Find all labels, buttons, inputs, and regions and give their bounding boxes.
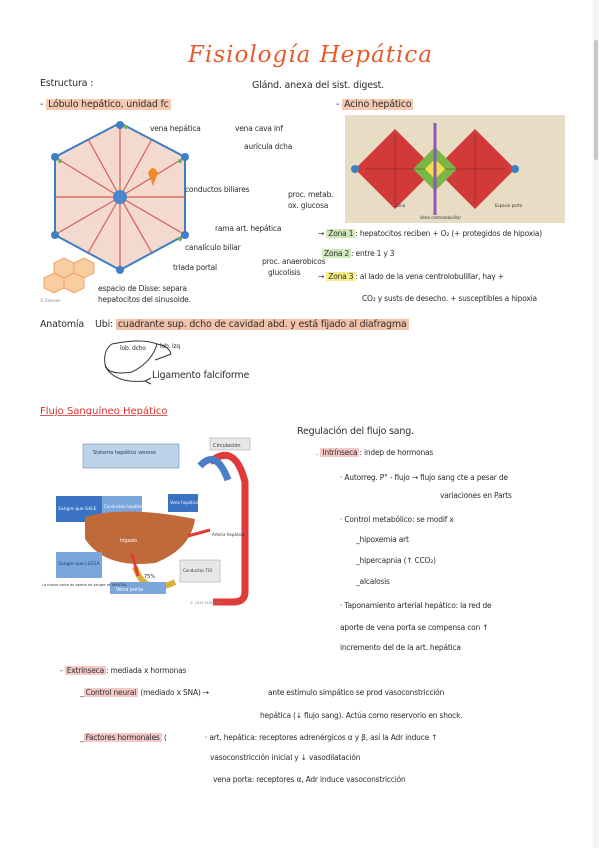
- fd-higado: hígado: [120, 537, 137, 544]
- lob-dcho: lob. dcho: [120, 345, 146, 352]
- lbl-auricula: aurícula dcha: [244, 142, 293, 151]
- fd-vena-hepatica: Vena hepática: [170, 500, 199, 505]
- neural-effect: ante estímulo simpático se prod vasocons…: [268, 688, 445, 697]
- lob-izq: lob. izq: [160, 343, 180, 350]
- fd-conductos-hepaticos: Conductos hepáticos: [104, 504, 146, 509]
- fd-sangre-sale: Sangre que SALE: [58, 506, 97, 512]
- extrinseca-text: : mediada x hormonas: [105, 666, 187, 675]
- svg-text:© Elsevier: © Elsevier: [40, 298, 61, 303]
- lbl-espacio-disse-2: hepatocitos del sinusoide.: [98, 295, 191, 304]
- autorreg: · Autorreg. P° - flujo → flujo sang cte …: [340, 473, 508, 482]
- lbl-triada: triada portal: [173, 263, 217, 272]
- fd-vena-porta: Vena porta: [116, 587, 143, 593]
- glucolisis: glucolisis: [268, 268, 301, 277]
- fd-pct: 75%: [144, 574, 155, 580]
- zona1-label: Zona 1: [326, 229, 356, 238]
- intrinseca-row: . Intrínseca: indep de hormonas: [316, 448, 434, 457]
- zona3-text-2: CO₂ y susts de desecho. + susceptibles a…: [362, 294, 537, 303]
- flow-diagram: Sistema hepático venoso Circulación Sang…: [42, 437, 251, 606]
- vena-porta-row: vena porta: receptores α, Adr induce vas…: [213, 775, 406, 784]
- autorreg-2: variaciones en Parts: [440, 491, 512, 500]
- factores-row: _Factores hormonales ⟨: [80, 733, 167, 742]
- glandula-note: Glánd. anexa del sist. digest.: [252, 80, 384, 91]
- taponamiento-2: aporte de vena porta se compensa con ↑: [340, 623, 489, 632]
- flujo-section-title: Flujo Sanguíneo Hepático: [40, 406, 168, 417]
- control-neural-text: (mediado x SNA): [140, 688, 201, 697]
- estructura-label: Estructura :: [40, 78, 94, 89]
- lobulo-label: Lóbulo hepático, unidad fc: [46, 99, 171, 110]
- fd-arteria-hepatica: Arteria hepática: [212, 532, 245, 537]
- ubi-row: Ubi: cuadrante sup. dcho de cavidad abd.…: [95, 319, 409, 330]
- zona2-row: Zona 2: entre 1 y 3: [322, 249, 395, 258]
- fd-conductos-tgi: Conductos TGI: [183, 568, 212, 573]
- anatomia-label: Anatomía: [40, 319, 84, 330]
- ligamento: Ligamento falciforme: [152, 370, 250, 381]
- acino-bullet: - Acino hepático: [336, 99, 414, 110]
- factores-label: Factores hormonales: [83, 733, 162, 742]
- proc-anaerob: proc. anaerobicos: [262, 257, 326, 266]
- scrollbar[interactable]: [593, 0, 599, 848]
- extrinseca-label: Extrínseca: [64, 666, 106, 675]
- intrinseca-label: Intrínseca: [320, 448, 360, 457]
- lbl-vena-hepatica: vena hepática: [150, 124, 201, 133]
- control-neural-label: Control neural: [83, 688, 139, 697]
- art-hep: · art. hepática: receptores adrenérgicos…: [205, 733, 438, 742]
- lbl-conductos: conductos biliares: [185, 185, 250, 194]
- lbl-espacio-disse: espacio de Disse: separa: [98, 284, 187, 293]
- zona3-row: → Zona 3: al lado de la vena centrolobul…: [318, 272, 504, 281]
- acino-label: Acino hepático: [342, 99, 414, 110]
- zona1-text: : hepatocitos reciben + O₂ (+ protegidos…: [355, 229, 542, 238]
- lbl-vena-cava: vena cava inf: [235, 124, 283, 133]
- acino-illustration: Zona Vena centrolobulillar Espacio porta: [345, 115, 565, 223]
- lobule-illustration: © Elsevier: [40, 121, 189, 303]
- acino-porta-text: Espacio porta: [495, 203, 523, 208]
- control-neural-row: _Control neural (mediado x SNA) →: [80, 688, 209, 697]
- ox-glucosa: ox. glucosa: [288, 201, 329, 210]
- taponamiento-3: incremento del de la art. hepática: [340, 643, 461, 652]
- hipercapnia: _hipercapnia (↑ CCO₂): [356, 556, 436, 565]
- extrinseca-row: - Extrínseca: mediada x hormonas: [60, 666, 187, 675]
- lbl-rama-art: rama art. hepática: [215, 224, 282, 233]
- alcalosis: _alcalosis: [356, 577, 390, 586]
- fd-sistema-venoso: Sistema hepático venoso: [93, 449, 156, 456]
- regulacion: Regulación del flujo sang.: [297, 426, 414, 437]
- intrinseca-text: : indep de hormonas: [359, 448, 434, 457]
- zona2-text: : entre 1 y 3: [351, 249, 395, 258]
- acino-vena-text: Vena centrolobulillar: [420, 215, 461, 220]
- fd-nota: La mayor parte de aporte de sangre es VE…: [42, 583, 127, 587]
- control-metab: · Control metabólico: se modif x: [340, 515, 454, 524]
- lobulo-bullet: - Lóbulo hepático, unidad fc: [40, 99, 171, 110]
- art-hep-2: vasoconstricción inicial y ↓ vasodilatac…: [210, 753, 361, 762]
- ubi-text: cuadrante sup. dcho de cavidad abd. y es…: [115, 319, 409, 330]
- liver-sketch: [104, 340, 172, 385]
- zona2-label: Zona 2: [322, 249, 352, 258]
- zona3-text: : al lado de la vena centrolobulillar, h…: [355, 272, 504, 281]
- taponamiento: · Taponamiento arterial hepático: la red…: [340, 601, 492, 610]
- fd-credit: © 2023 ELSEVIER: [190, 601, 222, 605]
- lbl-canaliculo: canalículo biliar: [185, 243, 241, 252]
- neural-effect-2: hepática (↓ flujo sang). Actúa como rese…: [260, 711, 463, 720]
- fd-sangre-llega: Sangre que LLEGA: [58, 561, 101, 567]
- fd-circulacion: Circulación: [213, 442, 241, 449]
- zona3-label: Zona 3: [326, 272, 356, 281]
- zona1-row: → Zona 1: hepatocitos reciben + O₂ (+ pr…: [318, 229, 542, 238]
- scroll-thumb[interactable]: [594, 40, 598, 160]
- ubi-label: Ubi:: [95, 319, 114, 330]
- page-title: Fisiología Hepática: [188, 42, 433, 68]
- acino-zona-text: Zona: [395, 203, 406, 208]
- hipoxemia: _hipoxemia art: [356, 535, 409, 544]
- proc-metab: proc. metab.: [288, 190, 334, 199]
